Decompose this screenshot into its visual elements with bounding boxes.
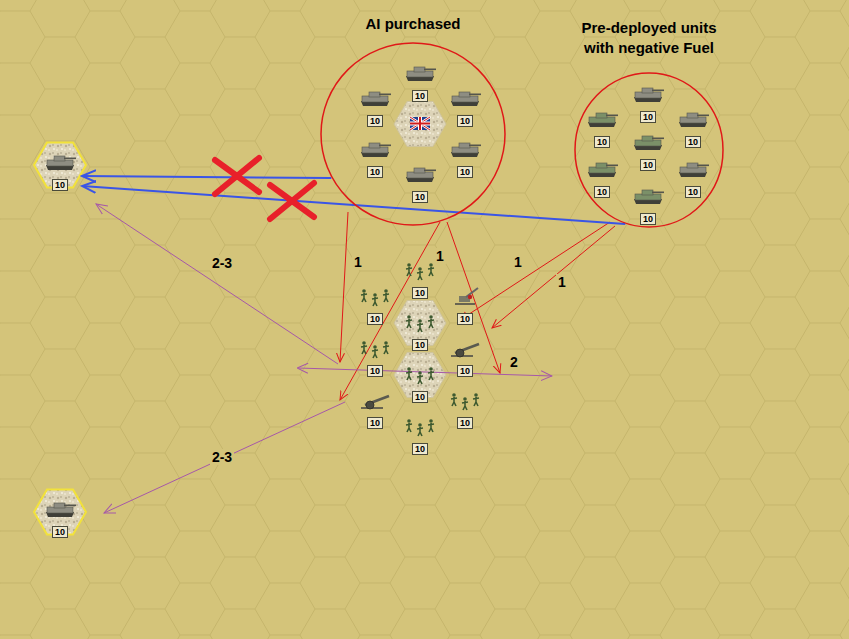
unit-counter: 10 [400, 415, 440, 453]
unit-counter: 10 [445, 389, 485, 427]
unit-counter: 10 [40, 498, 80, 536]
group-heading: Pre-deployed units with negative Fuel [565, 18, 733, 58]
unit-counter: 10 [628, 185, 668, 223]
unit-counter: 10 [445, 337, 485, 375]
move-cost-number: 1 [512, 254, 524, 270]
strength-number: 10 [594, 186, 610, 198]
unit-counter: 10 [582, 158, 622, 196]
union-flag [410, 117, 430, 130]
strength-number: 10 [640, 213, 656, 225]
strength-number: 10 [412, 191, 428, 203]
strength-number: 10 [412, 443, 428, 455]
strength-number: 10 [367, 417, 383, 429]
move-cost-number: 2-3 [210, 255, 234, 271]
unit-counter: 10 [355, 138, 395, 176]
unit-counter: 10 [445, 87, 485, 125]
strength-number: 10 [52, 526, 68, 538]
strength-number: 10 [457, 115, 473, 127]
strength-number: 10 [457, 313, 473, 325]
unit-counter: 10 [355, 285, 395, 323]
unit-counter: 10 [673, 158, 713, 196]
strength-number: 10 [412, 391, 428, 403]
unit-counter: 10 [400, 163, 440, 201]
unit-counter: 10 [628, 83, 668, 121]
unit-counter: 10 [355, 389, 395, 427]
strength-number: 10 [457, 166, 473, 178]
unit-counter: 10 [355, 87, 395, 125]
unit-group-circle: 10101010101010Pre-deployed units with ne… [574, 72, 724, 228]
move-cost-number: 1 [556, 274, 568, 290]
strength-number: 10 [367, 365, 383, 377]
strength-number: 10 [412, 90, 428, 102]
move-cost-number: 2 [508, 354, 520, 370]
strength-number: 10 [412, 339, 428, 351]
strength-number: 10 [367, 313, 383, 325]
strength-number: 10 [685, 136, 701, 148]
unit-counter: 10 [673, 108, 713, 146]
unit-counter: 10 [40, 151, 80, 189]
unit-counter: 10 [400, 363, 440, 401]
group-heading: AI purchased [365, 14, 460, 34]
strength-number: 10 [685, 186, 701, 198]
unit-counter: 10 [400, 311, 440, 349]
move-cost-number: 1 [352, 254, 364, 270]
move-cost-number: 2-3 [210, 449, 234, 465]
strength-number: 10 [457, 417, 473, 429]
strength-number: 10 [594, 136, 610, 148]
strength-number: 10 [640, 159, 656, 171]
unit-counter: 10 [400, 62, 440, 100]
city-hexes [34, 102, 446, 535]
strength-number: 10 [640, 111, 656, 123]
unit-counter: 10 [582, 108, 622, 146]
unit-group-circle: 101010101010AI purchased [320, 42, 506, 226]
unit-counter: 10 [445, 138, 485, 176]
red-move-lines [340, 212, 615, 400]
purple-move-lines [96, 204, 552, 513]
unit-counter: 10 [628, 131, 668, 169]
unit-counter: 10 [400, 259, 440, 297]
strength-number: 10 [412, 287, 428, 299]
strength-number: 10 [367, 115, 383, 127]
unit-counter: 10 [445, 285, 485, 323]
strength-number: 10 [367, 166, 383, 178]
strength-number: 10 [52, 179, 68, 191]
move-cost-number: 1 [434, 248, 446, 264]
unit-counter: 10 [355, 337, 395, 375]
move-arrow [82, 186, 625, 224]
move-arrow [82, 176, 331, 178]
strength-number: 10 [457, 365, 473, 377]
